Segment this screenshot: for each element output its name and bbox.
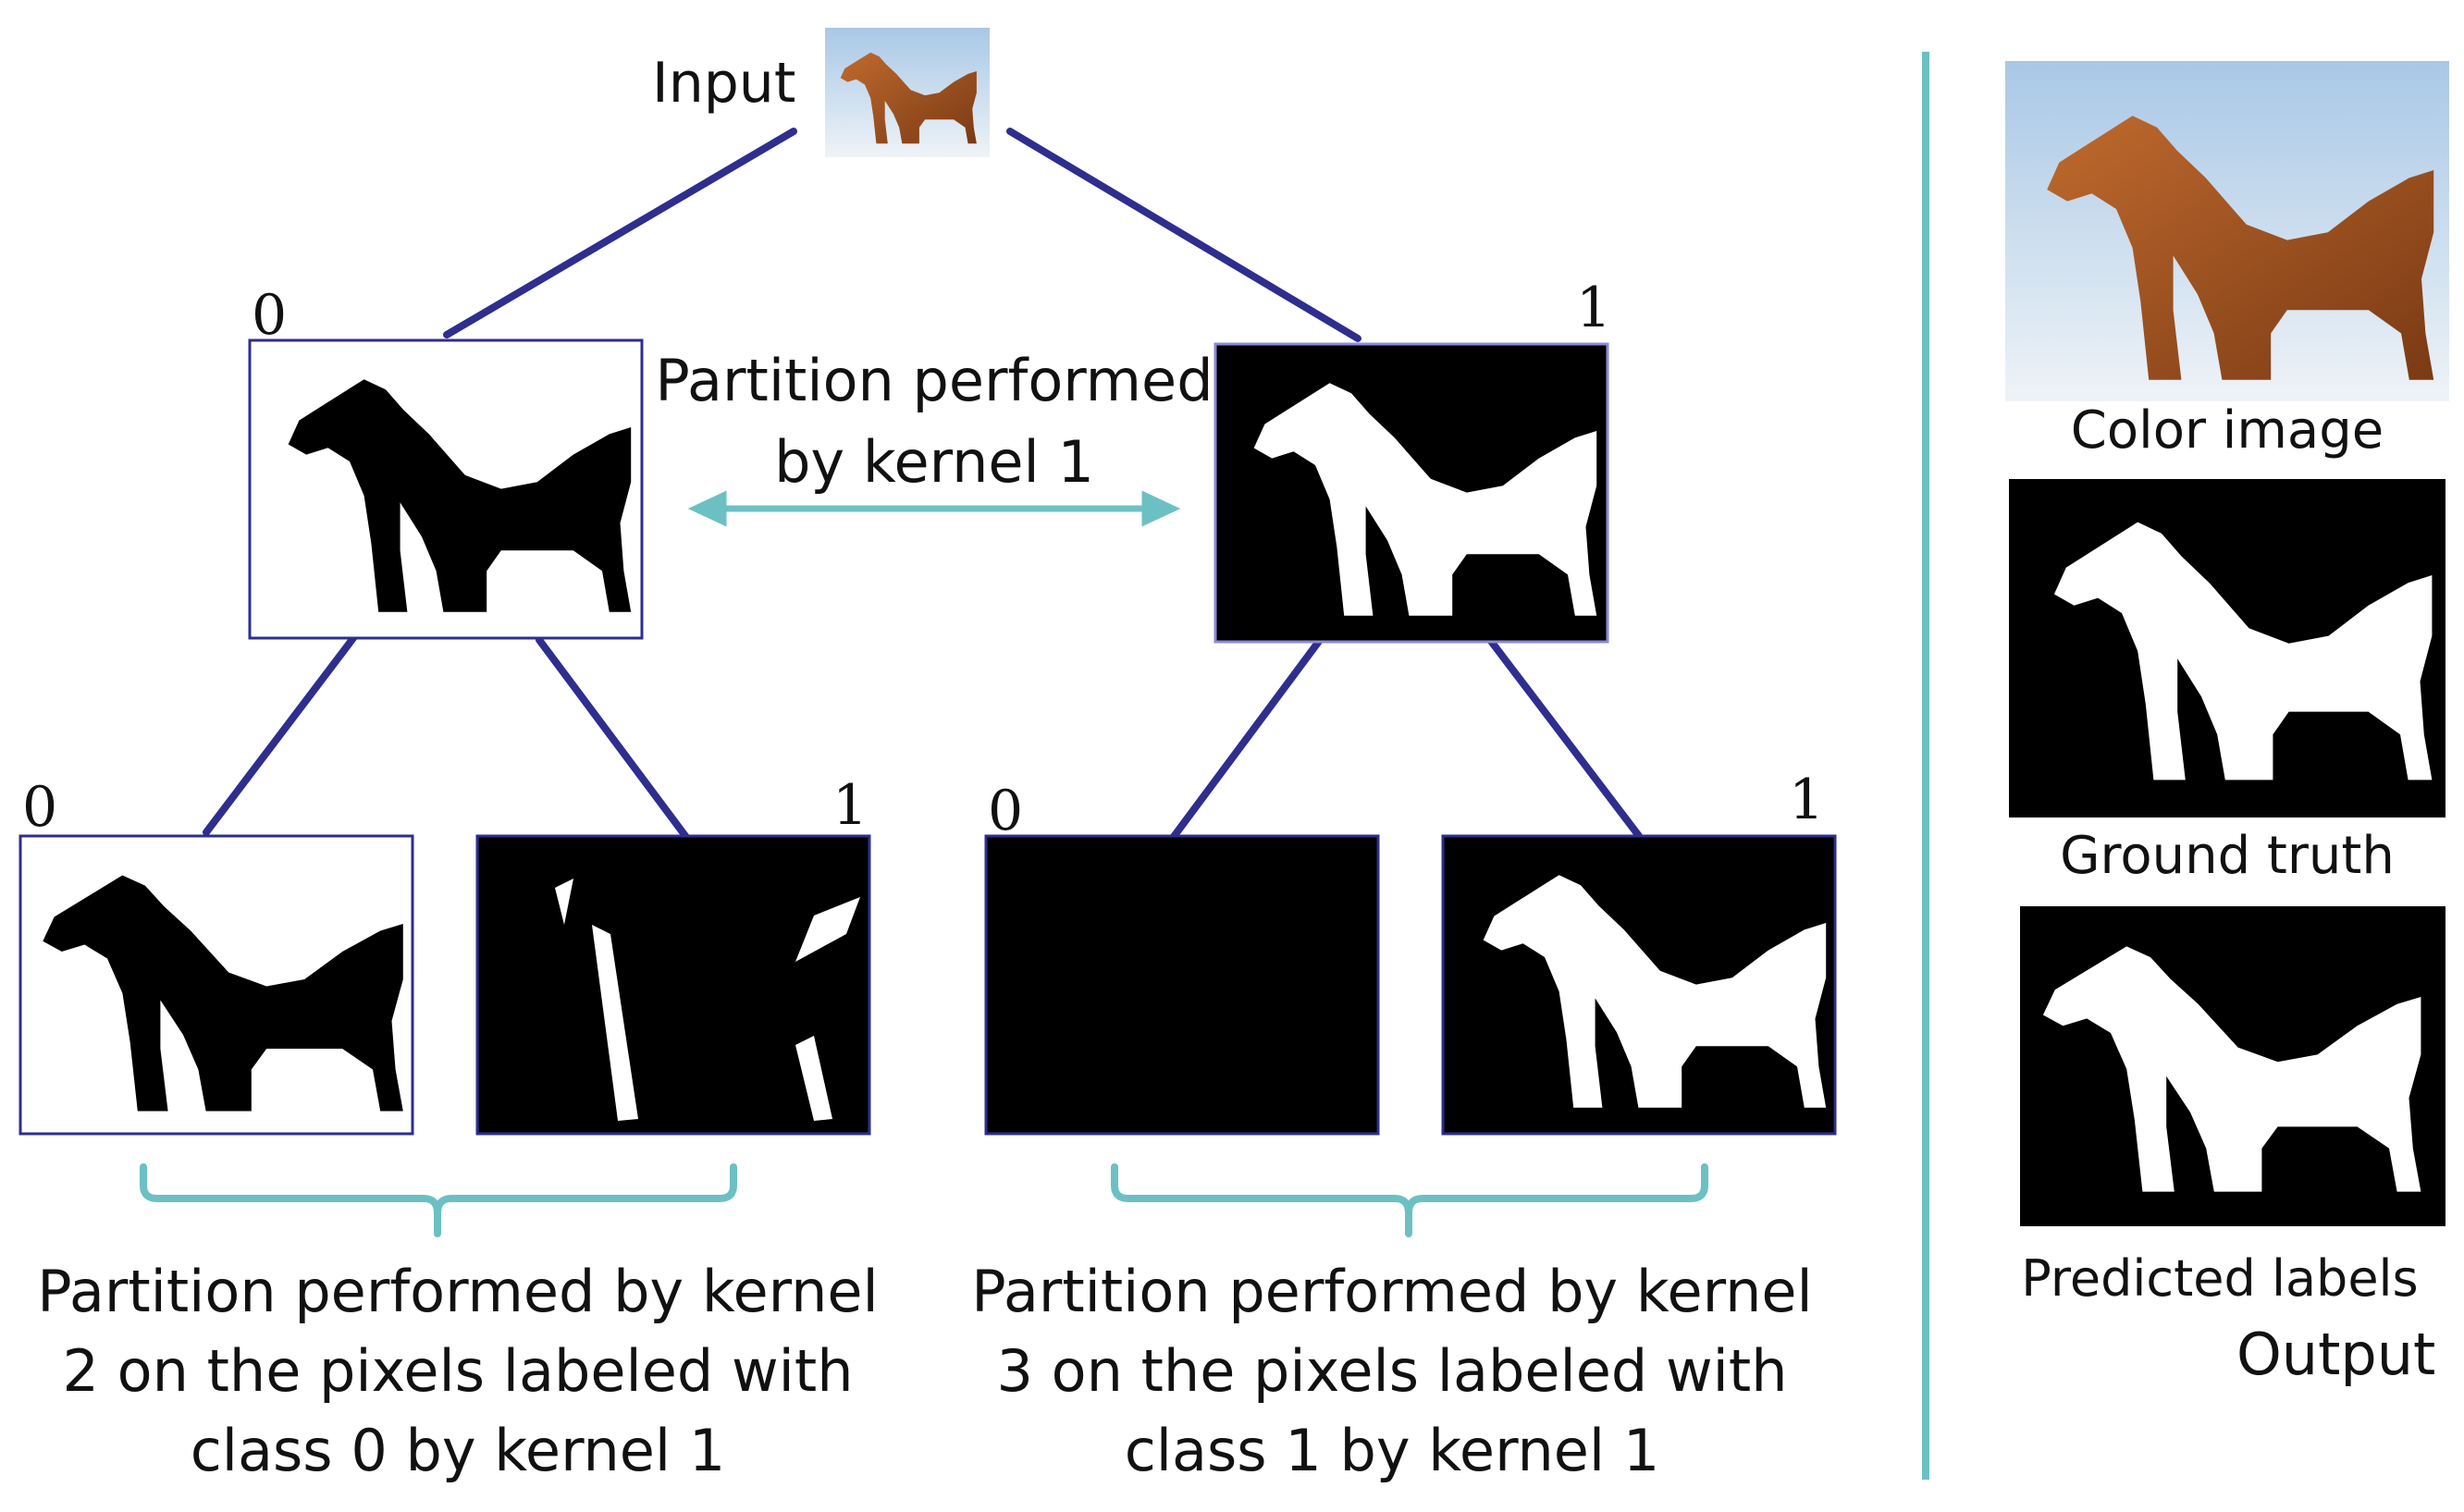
kernel1-caption-line2: by kernel 1	[774, 428, 1094, 496]
class-label-level2-rr: 1	[1789, 768, 1825, 832]
class-label-level2-ll: 0	[22, 775, 58, 840]
kernel1-caption-line1: Partition performed	[655, 347, 1214, 414]
mask-level2-ll	[18, 834, 414, 1136]
left-caption-line3: class 0 by kernel 1	[190, 1417, 726, 1484]
mask-level1-class1	[1214, 342, 1609, 644]
color-image-label: Color image	[2070, 400, 2384, 461]
connector-left-to-ll	[203, 631, 360, 836]
connector-right-to-rl	[1169, 633, 1326, 842]
mask-level2-lr	[475, 834, 871, 1136]
ground-truth-image	[2009, 479, 2446, 817]
left-partition-caption: Partition performed by kernel 2 on the p…	[18, 1252, 897, 1491]
kernel1-double-arrow	[687, 490, 1181, 527]
output-label: Output	[2236, 1321, 2436, 1388]
connector-left-to-lr	[536, 636, 695, 847]
mask-level2-rl	[984, 834, 1380, 1136]
right-caption-line1: Partition performed by kernel	[971, 1258, 1813, 1325]
class-label-level1-right: 1	[1576, 276, 1612, 340]
input-image	[825, 28, 990, 157]
predicted-labels-label: Predicted labels	[2021, 1249, 2419, 1308]
mask-level1-class0	[248, 338, 644, 640]
right-caption-line3: class 1 by kernel 1	[1124, 1417, 1660, 1484]
bracket-left	[140, 1163, 737, 1237]
class-label-level2-lr: 1	[832, 773, 869, 838]
class-label-level1-left: 0	[252, 283, 288, 348]
input-label: Input	[652, 51, 796, 116]
class-label-level2-rl: 0	[988, 779, 1024, 843]
connector-input-to-left	[443, 128, 797, 338]
color-image	[2005, 61, 2449, 401]
right-partition-caption: Partition performed by kernel 3 on the p…	[953, 1252, 1831, 1491]
bracket-right	[1111, 1163, 1708, 1237]
connector-input-to-right	[1006, 128, 1361, 342]
mask-level2-rr	[1441, 834, 1837, 1136]
connector-right-to-rr	[1484, 633, 1643, 840]
left-caption-line1: Partition performed by kernel	[37, 1258, 879, 1325]
ground-truth-label: Ground truth	[2060, 826, 2395, 886]
predicted-labels-image	[2020, 906, 2446, 1226]
kernel1-caption: Partition performed by kernel 1	[647, 340, 1221, 503]
right-caption-line2: 3 on the pixels labeled with	[996, 1337, 1788, 1405]
left-caption-line2: 2 on the pixels labeled with	[62, 1337, 854, 1405]
tree-connectors	[203, 128, 1643, 847]
